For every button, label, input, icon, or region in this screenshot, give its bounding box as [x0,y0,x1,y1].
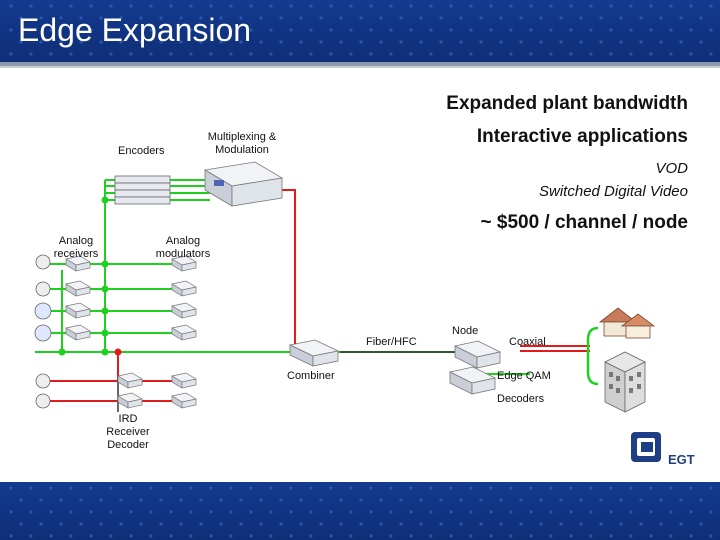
encoders-rack [114,175,171,205]
ird-label-line3: Decoder [107,439,149,451]
combiner-device [288,339,340,367]
ird-label-line2: Receiver [106,426,150,438]
analog-modulators-label: Analog modulators [145,235,221,261]
edge-qam-device [448,366,497,395]
bullet-vod: VOD [655,160,688,177]
price-callout: ~ $500 / channel / node [480,212,689,233]
node-device [453,340,502,369]
bullet-interactive-applications: Interactive applications [476,126,688,147]
ird-label: IRD Receiver Decoder [94,413,162,452]
title-band: Edge Expansion [0,0,720,62]
bullet-switched-digital-video: Switched Digital Video [539,183,688,200]
device-box [171,255,197,272]
device-box [65,280,91,297]
device-box [171,302,197,319]
analog-modulators-line1: Analog [165,235,201,247]
link-dots [58,196,109,356]
title-rule [0,62,720,66]
title-band-pattern [9,4,713,56]
mux-device [203,161,284,207]
device-box [65,255,91,272]
device-box [171,392,197,409]
analog-receivers [34,254,52,409]
houses-icon [598,307,656,339]
egt-logo-icon [631,432,661,462]
combiner-label: Combiner [287,370,335,382]
slide-title: Edge Expansion [18,12,252,48]
analog-modulators-line2: modulators [155,248,211,260]
device-box [65,302,91,319]
title-rule-light [0,66,720,68]
device-box [171,324,197,341]
mux-output-line [275,189,296,352]
coaxial-label: Coaxial [509,336,546,348]
device-box [65,324,91,341]
analog-receivers-label: Analog receivers [40,235,112,261]
device-box [171,372,197,389]
device-box [171,280,197,297]
device-box [117,392,143,409]
mux-label: Multiplexing & Modulation [200,131,284,157]
decoders-label: Decoders [497,393,545,405]
modulator-units [65,255,197,409]
node-label: Node [452,325,479,337]
customer-bracket [586,326,599,386]
mux-label-line1: Multiplexing & [207,131,277,143]
analog-receivers-line2: receivers [53,248,99,260]
footer-band [0,482,720,540]
bullet-expanded-bandwidth: Expanded plant bandwidth [446,93,688,114]
egt-logo-text: EGT [668,452,695,467]
mux-label-line2: Modulation [215,144,269,156]
analog-receivers-line1: Analog [58,235,94,247]
apartment-building-icon [604,351,646,413]
device-box [117,372,143,389]
encoders-label: Encoders [118,145,165,157]
footer-band-pattern [9,486,713,538]
green-links [35,179,530,375]
ird-label-line1: IRD [118,413,138,425]
edge-qam-label: Edge QAM [497,370,551,382]
fiber-hfc-label: Fiber/HFC [366,336,417,348]
